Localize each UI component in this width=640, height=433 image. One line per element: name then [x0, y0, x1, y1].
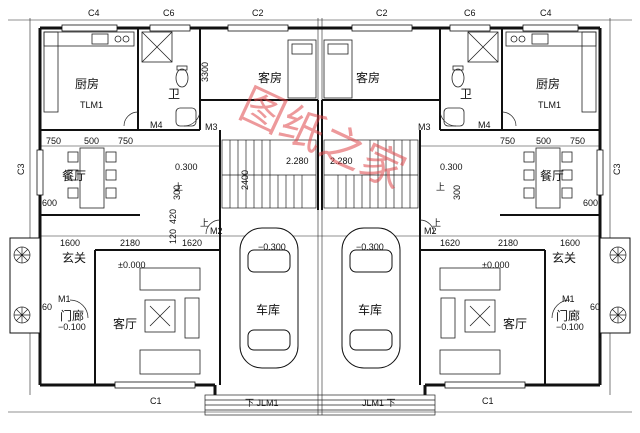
- level-right-living: ±0.000: [482, 260, 509, 270]
- dim-60-right: 60: [590, 302, 600, 312]
- door-code-m3-right: M3: [418, 122, 431, 132]
- room-label-kitchen-left: 厨房: [75, 76, 99, 91]
- room-label-living-left: 客厅: [113, 316, 137, 331]
- window-code-c2-left: C2: [252, 8, 264, 18]
- level-right-garage: −0.300: [356, 242, 384, 252]
- front-steps: [39, 338, 601, 416]
- dim-750-right-a: 750: [500, 136, 515, 146]
- staircase-left: [221, 139, 317, 209]
- door-code-m4-right: M4: [478, 120, 491, 130]
- window-code-c3-left: C3: [16, 163, 26, 175]
- window-code-c4-right: C4: [540, 8, 552, 18]
- dim-3300: 3300: [200, 62, 210, 82]
- dining-tables: [67, 147, 573, 209]
- level-right-stair: 2.280: [330, 156, 353, 166]
- kitchen-fixtures: [43, 31, 597, 113]
- room-label-foyer-left: 玄关: [62, 250, 86, 265]
- door-code-m2-right: M2: [424, 226, 437, 236]
- level-left-living: ±0.000: [118, 260, 145, 270]
- dim-1620-right: 1620: [440, 238, 460, 248]
- room-label-foyer-right: 玄关: [552, 250, 576, 265]
- room-label-dining-left: 餐厅: [62, 168, 86, 183]
- room-label-garage-left: 车库: [256, 302, 280, 317]
- room-label-garage-right: 车库: [358, 302, 382, 317]
- window-code-c4-left: C4: [88, 8, 100, 18]
- door-swings: [69, 109, 571, 319]
- stair-up-left-2: 上: [200, 218, 209, 229]
- living-sofas: [139, 267, 501, 375]
- dim-750-left-b: 750: [118, 136, 133, 146]
- stair-up-right: 上: [436, 182, 445, 193]
- dim-2180-left: 2180: [120, 238, 140, 248]
- plants: [13, 246, 627, 324]
- door-code-m1-left: M1: [58, 294, 71, 304]
- room-label-bath-right: 卫: [460, 87, 472, 101]
- room-label-kitchen-right: 厨房: [536, 76, 560, 91]
- dim-2400: 2400: [240, 170, 250, 190]
- door-code-m1-right: M1: [562, 294, 575, 304]
- level-right-porch: −0.100: [556, 322, 584, 332]
- window-code-c3-right: C3: [612, 163, 622, 175]
- level-left-dining: 0.300: [175, 162, 198, 172]
- room-label-guest-right: 客房: [356, 70, 380, 85]
- guest-beds: [287, 39, 353, 99]
- room-label-dining-right: 餐厅: [540, 168, 564, 183]
- room-label-living-right: 客厅: [503, 316, 527, 331]
- dim-600-right: 600: [583, 198, 598, 208]
- level-left-stair: 2.280: [286, 156, 309, 166]
- door-code-m4-left: M4: [150, 120, 163, 130]
- dim-750-right-b: 750: [570, 136, 585, 146]
- level-right-dining: 0.300: [440, 162, 463, 172]
- window-code-c6-left: C6: [163, 8, 175, 18]
- dim-1620-left: 1620: [182, 238, 202, 248]
- staircase-right: [323, 139, 419, 209]
- dim-300-right: 300: [452, 185, 462, 200]
- window-code-c1-left: C1: [150, 396, 162, 406]
- door-code-m3-left: M3: [205, 122, 218, 132]
- door-code-jlm1-left: 下 JLM1: [245, 398, 279, 408]
- door-code-m2-left: M2: [210, 226, 223, 236]
- door-code-tlm1-right: TLM1: [538, 100, 561, 110]
- dim-420: 420: [168, 209, 178, 224]
- bay-windows: [9, 237, 631, 334]
- level-left-porch: −0.100: [58, 322, 86, 332]
- dim-2180-right: 2180: [498, 238, 518, 248]
- dim-600-left: 600: [42, 198, 57, 208]
- window-code-c1-right: C1: [482, 396, 494, 406]
- door-code-tlm1-left: TLM1: [80, 100, 103, 110]
- room-label-guest-left: 客房: [258, 70, 282, 85]
- room-label-bath-left: 卫: [168, 87, 180, 101]
- stair-up-right-2: 上: [432, 218, 441, 229]
- dim-300-left: 300: [172, 185, 182, 200]
- window-code-c6-right: C6: [464, 8, 476, 18]
- dim-120: 120: [168, 229, 178, 244]
- dim-500-right: 500: [536, 136, 551, 146]
- bathroom-fixtures: [141, 31, 499, 127]
- dim-1600-left: 1600: [60, 238, 80, 248]
- dim-60-left: 60: [42, 302, 52, 312]
- dim-750-left-a: 750: [46, 136, 61, 146]
- door-code-jlm1-right: JLM1 下: [362, 398, 396, 408]
- window-code-c2-right: C2: [376, 8, 388, 18]
- stair-up-left: 上: [174, 182, 183, 193]
- room-label-porch-left: 门廊: [60, 308, 84, 323]
- garage-cars: [239, 227, 401, 369]
- dim-500-left: 500: [84, 136, 99, 146]
- windows: [36, 24, 604, 389]
- room-label-porch-right: 门廊: [556, 308, 580, 323]
- dim-1600-right: 1600: [560, 238, 580, 248]
- grid-lines: [8, 18, 632, 415]
- level-left-garage: −0.300: [258, 242, 286, 252]
